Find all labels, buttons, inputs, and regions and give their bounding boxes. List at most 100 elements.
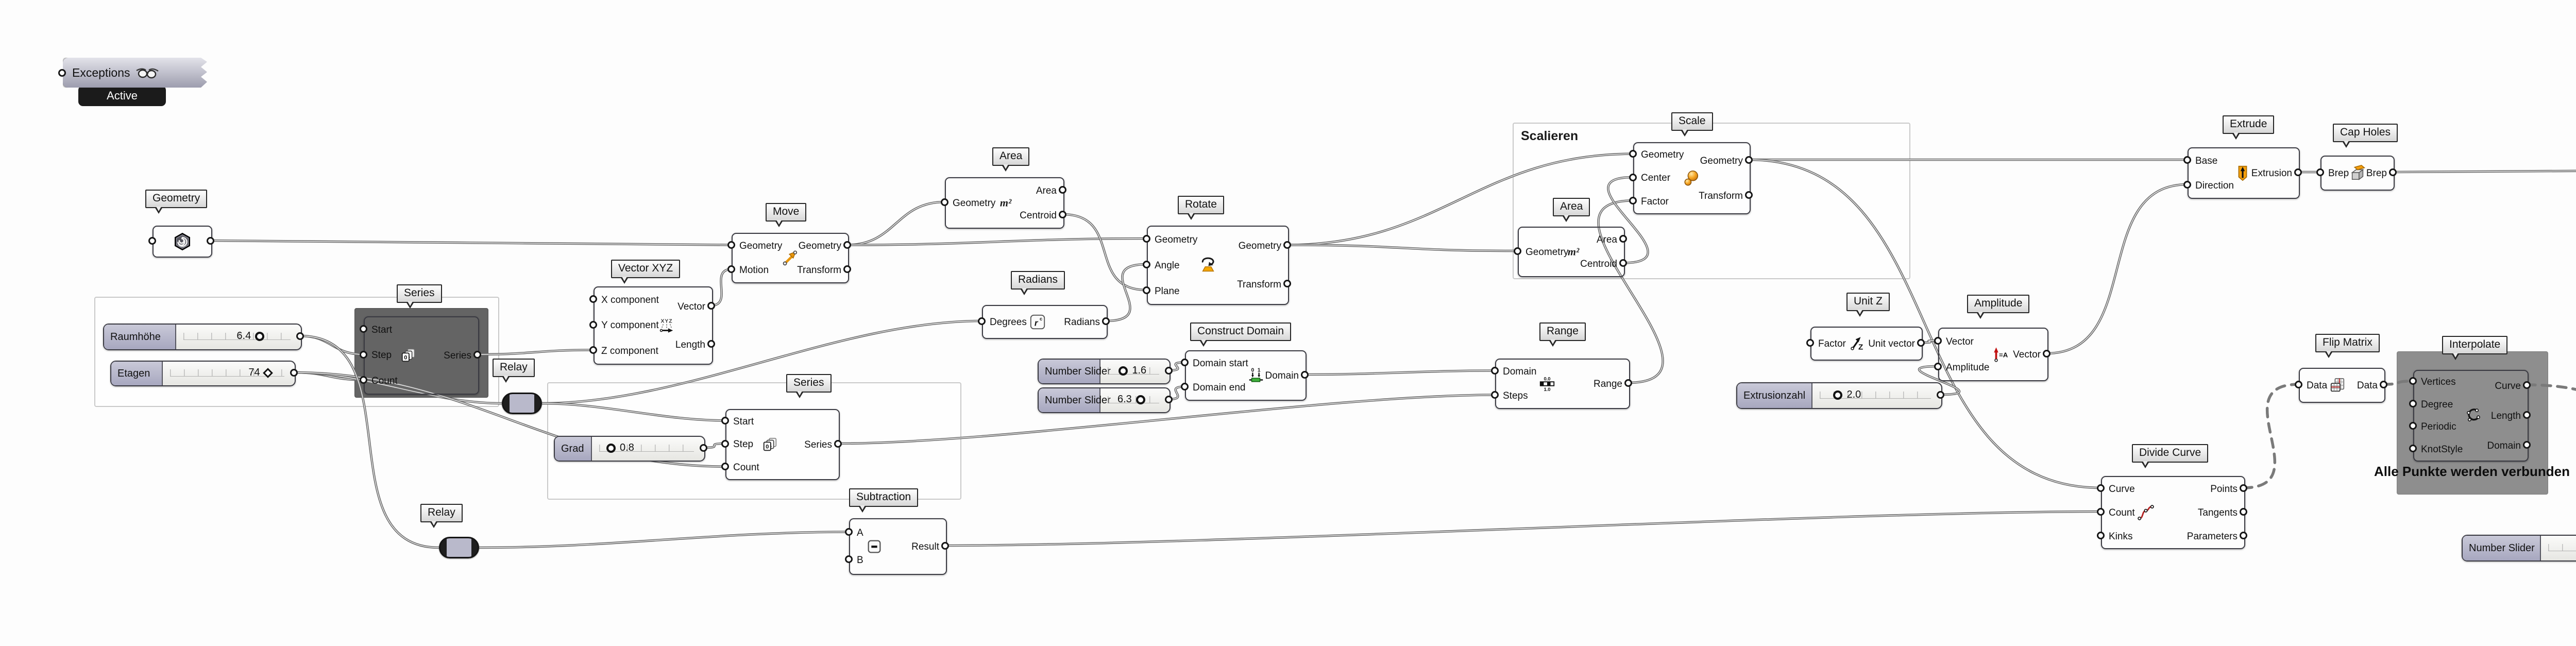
output-port[interactable]: [1165, 366, 1173, 375]
output-port[interactable]: [1102, 317, 1110, 325]
input-port[interactable]: [721, 416, 729, 424]
output-port[interactable]: [1917, 338, 1925, 347]
relay2-node[interactable]: [439, 537, 479, 558]
input-port[interactable]: [941, 198, 948, 206]
output-port[interactable]: [707, 339, 715, 348]
wire[interactable]: [2525, 383, 2576, 420]
group-dark-4[interactable]: [2397, 351, 2548, 495]
input-port[interactable]: [1629, 173, 1637, 181]
output-port[interactable]: [1301, 370, 1309, 379]
output-port[interactable]: [2294, 168, 2302, 176]
slider-grip[interactable]: [1136, 395, 1145, 404]
input-port[interactable]: [148, 236, 156, 245]
output-port[interactable]: [207, 236, 214, 245]
output-port[interactable]: [1165, 395, 1173, 403]
input-port[interactable]: [1181, 383, 1189, 390]
output-port[interactable]: [296, 332, 304, 340]
output-port[interactable]: [1624, 379, 1632, 387]
input-port[interactable]: [978, 317, 986, 325]
output-port[interactable]: [1619, 235, 1627, 243]
output-port[interactable]: [2389, 168, 2397, 176]
exceptions-widget[interactable]: Exceptions: [63, 58, 207, 88]
input-port[interactable]: [1143, 260, 1150, 268]
output-port[interactable]: [941, 541, 949, 550]
exceptions-active-tag[interactable]: Active: [78, 86, 166, 106]
input-port[interactable]: [2097, 484, 2105, 492]
input-port[interactable]: [1934, 336, 1942, 345]
output-port[interactable]: [843, 241, 851, 249]
input-port[interactable]: [1514, 247, 1521, 255]
output-port[interactable]: [707, 301, 715, 310]
input-port[interactable]: [1181, 359, 1189, 366]
output-port[interactable]: [2380, 380, 2387, 388]
input-port[interactable]: [1491, 391, 1499, 399]
output-port[interactable]: [834, 439, 842, 448]
output-port[interactable]: [2523, 381, 2531, 389]
output-port[interactable]: [1283, 280, 1291, 287]
output-port[interactable]: [1059, 210, 1066, 218]
output-port[interactable]: [2043, 349, 2050, 358]
input-port[interactable]: [2295, 380, 2302, 388]
input-port[interactable]: [2409, 399, 2417, 407]
wire[interactable]: [2382, 380, 2415, 386]
input-port[interactable]: [360, 376, 367, 384]
input-port[interactable]: [2409, 444, 2417, 452]
input-port[interactable]: [1143, 234, 1150, 243]
output-port[interactable]: [1937, 390, 1944, 399]
ns5688-slider[interactable]: Number Slider5.688: [2462, 535, 2576, 562]
input-port[interactable]: [845, 528, 853, 536]
output-port[interactable]: [2240, 507, 2247, 516]
input-port[interactable]: [360, 350, 367, 359]
geo1-node[interactable]: [152, 226, 212, 258]
input-port[interactable]: [589, 295, 597, 303]
input-port[interactable]: [727, 265, 735, 273]
input-port[interactable]: [2097, 531, 2105, 539]
input-port[interactable]: [1934, 362, 1942, 370]
slider-grip[interactable]: [1118, 366, 1128, 376]
input-port[interactable]: [2409, 422, 2417, 430]
input-port[interactable]: [2316, 168, 2324, 176]
input-port[interactable]: [721, 463, 729, 471]
input-port[interactable]: [2409, 377, 2417, 385]
input-port[interactable]: [721, 439, 729, 448]
slider-grip[interactable]: [1833, 390, 1843, 400]
input-port[interactable]: [1629, 196, 1637, 205]
wire[interactable]: [2242, 383, 2300, 489]
input-port[interactable]: [1143, 286, 1150, 294]
output-port[interactable]: [1619, 259, 1627, 267]
slider-grip[interactable]: [255, 332, 265, 341]
output-port[interactable]: [843, 265, 851, 273]
input-port[interactable]: [589, 346, 597, 354]
input-port[interactable]: [727, 241, 735, 249]
exceptions-input-port[interactable]: [58, 69, 66, 77]
input-port[interactable]: [360, 325, 367, 333]
output-port[interactable]: [1745, 191, 1753, 199]
input-port[interactable]: [2097, 507, 2105, 516]
output-port[interactable]: [1745, 156, 1753, 164]
relay1-node[interactable]: [502, 393, 542, 414]
slider-grip[interactable]: [606, 444, 616, 453]
input-port[interactable]: [1491, 367, 1499, 375]
